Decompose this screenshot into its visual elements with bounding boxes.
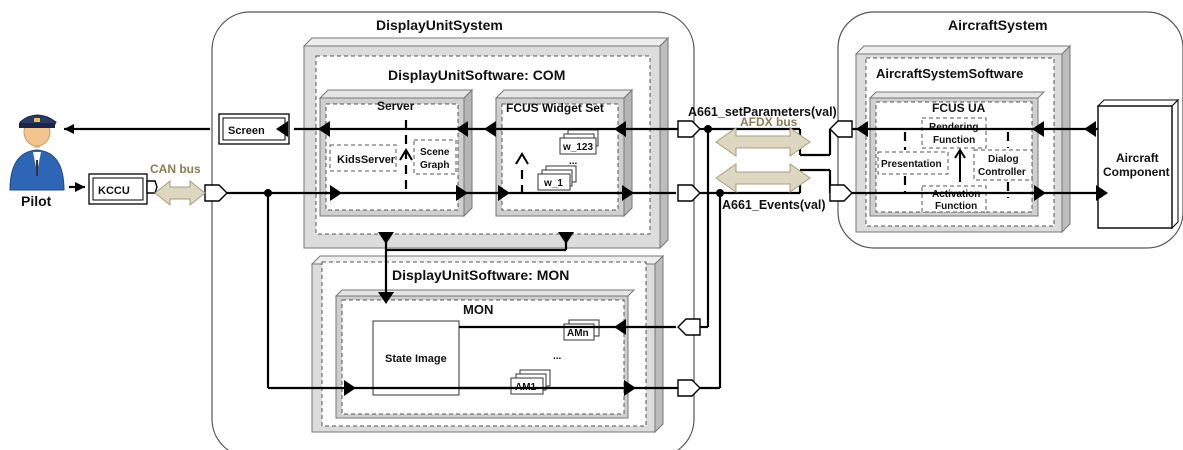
rendering-function-box	[921, 117, 987, 149]
pilot-label: Pilot	[21, 193, 52, 209]
a661-events-label: A661_Events(val)	[722, 198, 826, 212]
mon-title: MON	[463, 302, 493, 317]
screen-label: Screen	[228, 125, 265, 137]
fcus-ua-title: FCUS UA	[932, 101, 986, 115]
kids-server-label: KidsServer	[337, 154, 396, 166]
aircraft-system-software-block: AircraftSystemSoftware FCUS UA Rendering…	[854, 44, 1072, 234]
dialog-controller-box	[973, 149, 1033, 181]
dus-com-title: DisplayUnitSoftware: COM	[388, 67, 565, 83]
widget-w123	[559, 137, 597, 155]
rendering-function-label-2: Function	[933, 135, 975, 146]
activation-function-label-1: Activation	[932, 189, 980, 200]
a661-set-parameters-label: A661_setParameters(val)	[688, 105, 837, 119]
state-image-label: State Image	[385, 353, 447, 365]
state-image-box	[372, 320, 460, 396]
aircraft-component-label-1: Aircraft	[1116, 151, 1159, 165]
widget-w1-label: w_1	[543, 178, 563, 189]
afdx-bus-label: AFDX bus	[740, 115, 798, 129]
can-bus-arrow: CAN bus	[150, 162, 206, 207]
aircraft-component-label-2: Component	[1103, 165, 1170, 179]
can-bus-label: CAN bus	[150, 162, 201, 176]
am1-box	[510, 377, 544, 395]
pilot-avatar-icon	[9, 114, 65, 191]
fcus-widget-set-title: FCUS Widget Set	[506, 101, 604, 115]
rendering-function-label-1: Rendering	[929, 122, 978, 133]
kids-server-box	[329, 144, 397, 172]
server-component: Server KidsServer Scene Graph	[318, 88, 474, 218]
scene-graph-label-1: Scene	[420, 147, 450, 158]
widget-w123-label: w_123	[562, 142, 593, 153]
display-unit-system-title: DisplayUnitSystem	[376, 17, 503, 33]
activation-function-box	[921, 185, 987, 213]
presentation-box	[877, 151, 949, 175]
fcus-widget-set-component: FCUS Widget Set w_123 ... w_1	[494, 88, 634, 218]
kccu-label: KCCU	[98, 185, 130, 197]
aircraft-component-box: Aircraft Component	[1096, 98, 1180, 230]
afdx-bus-arrow: AFDX bus	[715, 115, 811, 193]
dus-mon-title: DisplayUnitSoftware: MON	[392, 267, 569, 283]
am-n-label: AMn	[567, 328, 589, 339]
scene-graph-label-2: Graph	[420, 160, 449, 171]
scene-graph-box	[413, 139, 457, 175]
server-title: Server	[377, 99, 415, 113]
dialog-controller-label-1: Dialog	[988, 154, 1019, 165]
activation-function-label-2: Function	[935, 201, 977, 212]
dus-mon-block: DisplayUnitSoftware: MON MON State Image…	[310, 254, 665, 434]
am-dots: ...	[553, 351, 562, 362]
dialog-controller-label-2: Controller	[978, 167, 1026, 178]
flow-lines	[64, 124, 1098, 390]
widget-dots: ...	[569, 156, 578, 167]
kccu-box: KCCU	[88, 173, 148, 205]
port-markers	[146, 120, 1108, 397]
presentation-label: Presentation	[881, 159, 942, 170]
aircraft-system-title: AircraftSystem	[948, 17, 1048, 33]
aircraft-system-software-title: AircraftSystemSoftware	[876, 66, 1023, 81]
widget-w1	[537, 173, 571, 191]
